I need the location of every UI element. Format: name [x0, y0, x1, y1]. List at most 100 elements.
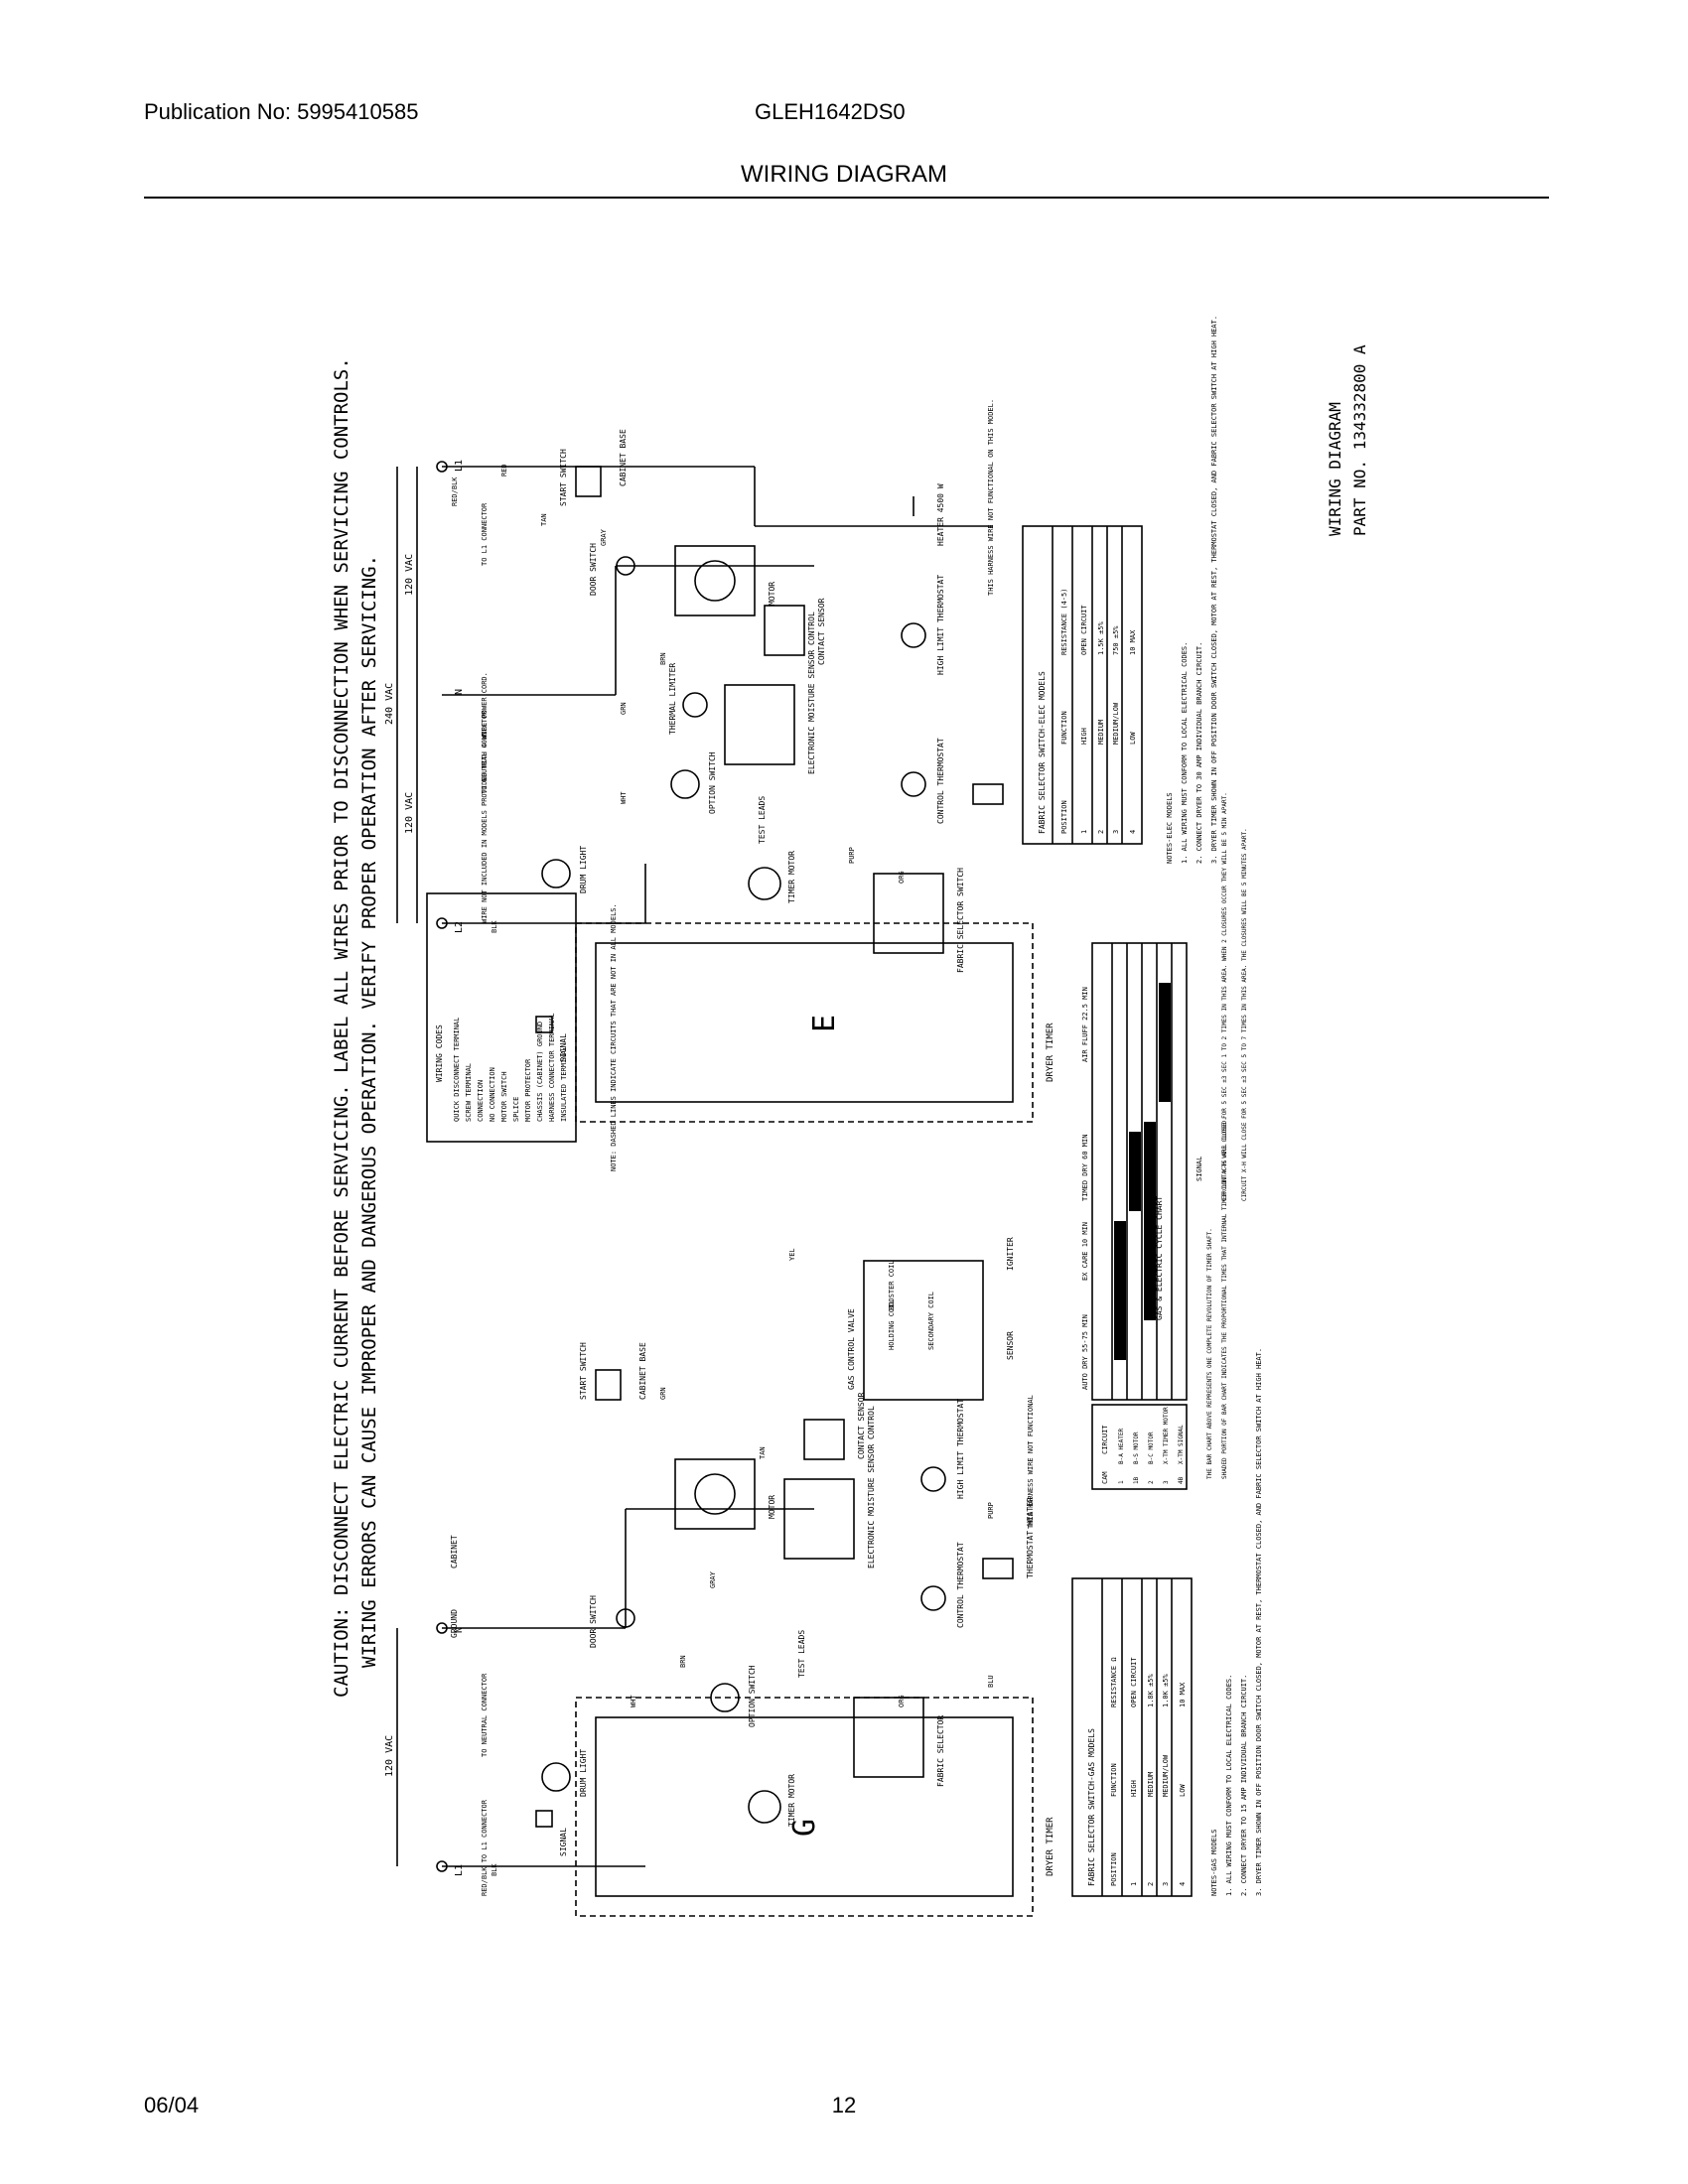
e-test-leads-label: TEST LEADS	[758, 796, 767, 844]
g-timer-motor-label: TIMER MOTOR	[787, 1774, 796, 1827]
e-ft-r1c2: 1.5K ±5%	[1097, 620, 1105, 655]
wiring-codes-title: WIRING CODES	[435, 1024, 444, 1082]
e-note-harness: THIS HARNESS WIRE NOT FUNCTIONAL ON THIS…	[987, 399, 995, 596]
wc-9: INSULATED TERMINAL	[560, 1046, 568, 1122]
header-divider	[144, 197, 1549, 199]
e-fabric-table-title: FABRIC SELECTOR SWITCH-ELEC MODELS	[1038, 671, 1047, 834]
e-door-switch-label: DOOR SWITCH	[589, 543, 598, 596]
wc-5: SPLICE	[512, 1097, 520, 1122]
motor-icon	[694, 560, 736, 602]
e-option-switch-label: OPTION SWITCH	[708, 751, 717, 814]
g-fabric-table-title: FABRIC SELECTOR SWITCH-GAS MODELS	[1087, 1728, 1096, 1886]
cam-r3c1: X-TM TIMER MOTOR	[1163, 1407, 1170, 1464]
g-notes-0: NOTES-GAS MODELS	[1210, 1830, 1218, 1896]
voltage-120-b: 120 VAC	[404, 554, 415, 596]
e-ft-r2c2: 750 ±5%	[1112, 625, 1120, 655]
cam-h1: CIRCUIT	[1101, 1425, 1109, 1454]
cam-r4c1: X-TM SIGNAL	[1178, 1425, 1185, 1464]
e-ft-r0c0: 1	[1080, 830, 1088, 834]
g-ft-r2c0: 3	[1162, 1882, 1170, 1886]
e-notes-1: 1. ALL WIRING MUST CONFORM TO LOCAL ELEC…	[1181, 642, 1189, 864]
cam-r0c1: B-A HEATER	[1118, 1428, 1125, 1464]
g-ft-r1c2: 1.8K ±5%	[1147, 1673, 1155, 1707]
electric-model-letter: E	[807, 1015, 842, 1032]
wc-4: MOTOR SWITCH	[500, 1071, 508, 1122]
electric-schematic: 240 VAC 120 VAC 120 VAC L2 L1 N	[384, 316, 1218, 1123]
cycle-chart-title: GAS & ELECTRIC CYCLE CHART	[1155, 1196, 1164, 1320]
g-test-leads-label: TEST LEADS	[797, 1630, 806, 1678]
g-ft-r3c0: 4	[1179, 1882, 1187, 1886]
e-notes-2: 2. CONNECT DRYER TO 30 AMP INDIVIDUAL BR…	[1196, 642, 1203, 864]
part-no: PART NO. 134332800 A	[1350, 344, 1369, 536]
g-ft-r0c2: OPEN CIRCUIT	[1130, 1657, 1138, 1707]
g-wire-purp: PURP	[987, 1502, 995, 1519]
g-ft-h2: RESISTANCE Ω	[1110, 1657, 1118, 1707]
g-wire-blk: BLK	[491, 1863, 498, 1876]
g-wire-brn: BRN	[679, 1655, 687, 1668]
g-booster-coil-label: BOOSTER COIL	[888, 1260, 896, 1310]
g-notes-2: 2. CONNECT DRYER TO 15 AMP INDIVIDUAL BR…	[1240, 1675, 1248, 1896]
cam-r3c0: 3	[1163, 1480, 1170, 1484]
footer-date: 06/04	[144, 2093, 200, 2117]
g-ft-h0: POSITION	[1110, 1852, 1118, 1886]
cam-r1c0: 1B	[1133, 1476, 1140, 1484]
cycle-signal-legend: SIGNAL	[1196, 1157, 1203, 1181]
g-ft-h1: FUNCTION	[1110, 1763, 1118, 1797]
g-dryer-timer-label: DRYER TIMER	[1046, 1817, 1055, 1876]
e-ft-h0: POSITION	[1060, 800, 1068, 834]
g-wire-org: ORG	[898, 1695, 906, 1707]
wc-1: SCREW TERMINAL	[465, 1063, 473, 1122]
e-wire-org: ORG	[898, 871, 906, 884]
g-wire-blu: BLU	[987, 1675, 995, 1688]
cam-r2c1: B-C MOTOR	[1148, 1432, 1155, 1464]
voltage-120-a: 120 VAC	[404, 792, 415, 834]
gas-motor-icon	[694, 1473, 736, 1515]
e-wire-redblk: RED/BLK	[451, 477, 459, 506]
gas-schematic: 120 VAC L1 N G GROUN	[384, 1237, 1263, 1917]
wc-7: CHASSIS (CABINET) GROUND	[536, 1022, 544, 1122]
e-ft-r1c1: MEDIUM	[1097, 720, 1105, 745]
e-motor-label: MOTOR	[768, 582, 776, 606]
g-ft-r0c0: 1	[1130, 1882, 1138, 1886]
g-secondary-coil-label: SECONDARY COIL	[927, 1292, 935, 1350]
g-ft-r1c1: MEDIUM	[1147, 1772, 1155, 1797]
e-heater-label: HEATER 4500 W	[936, 483, 945, 546]
page-number: 12	[831, 2093, 857, 2117]
door-switch-icon	[616, 556, 635, 576]
g-drum-light-label: DRUM LIGHT	[579, 1749, 588, 1797]
e-note-l1: TO L1 CONNECTOR	[481, 502, 489, 566]
g-high-limit-label: HIGH LIMIT THERMOSTAT	[956, 1399, 965, 1499]
e-fabric-table: FABRIC SELECTOR SWITCH-ELEC MODELS POSIT…	[1022, 525, 1143, 845]
e-ft-r2c0: 3	[1112, 830, 1120, 834]
g-igniter-label: IGNITER	[1006, 1237, 1015, 1271]
cycle-chart: GAS & ELECTRIC CYCLE CHART AUTO DRY 55-7…	[1081, 792, 1248, 1490]
g-ft-r3c1: LOW	[1179, 1784, 1187, 1797]
e-ft-r0c1: HIGH	[1080, 728, 1088, 745]
e-ft-r0c2: OPEN CIRCUIT	[1080, 605, 1088, 655]
e-wire-grn: GRN	[620, 702, 628, 715]
gas-door-switch-icon	[616, 1608, 635, 1628]
e-ft-r3c2: 10 MAX	[1129, 629, 1137, 655]
e-contact-sensor-label: CONTACT SENSOR	[817, 598, 826, 665]
signal-note-0: CIRCUIT X-H WILL CLOSE FOR 5 SEC ±3 SEC …	[1221, 792, 1228, 1201]
wc-8: HARNESS CONNECTOR TERMINAL	[548, 1013, 556, 1122]
g-moisture-control-label: ELECTRONIC MOISTURE SENSOR CONTROL	[867, 1406, 876, 1569]
e-timer-motor-label: TIMER MOTOR	[787, 851, 796, 903]
e-wire-blk: BLK	[491, 920, 498, 933]
e-drum-light-label: DRUM LIGHT	[579, 846, 588, 893]
e-wire-tan: TAN	[540, 513, 548, 526]
gas-line-l1: L1	[454, 1864, 465, 1876]
g-note-neutral: TO NEUTRAL CONNECTOR	[481, 1673, 489, 1757]
g-wire-yel: YEL	[788, 1248, 796, 1261]
cam-r1c1: B-S MOTOR	[1133, 1432, 1140, 1464]
g-cabinet-label: CABINET	[450, 1535, 459, 1569]
signal-note-1: CIRCUIT X-H WILL CLOSE FOR 5 SEC ±3 SEC …	[1241, 828, 1248, 1201]
cam-h0: CAM	[1101, 1471, 1109, 1484]
g-door-switch-label: DOOR SWITCH	[589, 1595, 598, 1648]
e-ft-h1: FUNCTION	[1060, 711, 1068, 745]
g-ft-r2c2: 1.0K ±5%	[1162, 1673, 1170, 1707]
g-control-thermostat-label: CONTROL THERMOSTAT	[956, 1542, 965, 1628]
e-dryer-timer-label: DRYER TIMER	[1046, 1023, 1055, 1082]
e-note-4wire: WIRE NOT INCLUDED IN MODELS PROVIDED WIT…	[481, 672, 489, 923]
wiring-codes-note: NOTE: DASHED LINES INDICATE CIRCUITS THA…	[610, 903, 618, 1171]
